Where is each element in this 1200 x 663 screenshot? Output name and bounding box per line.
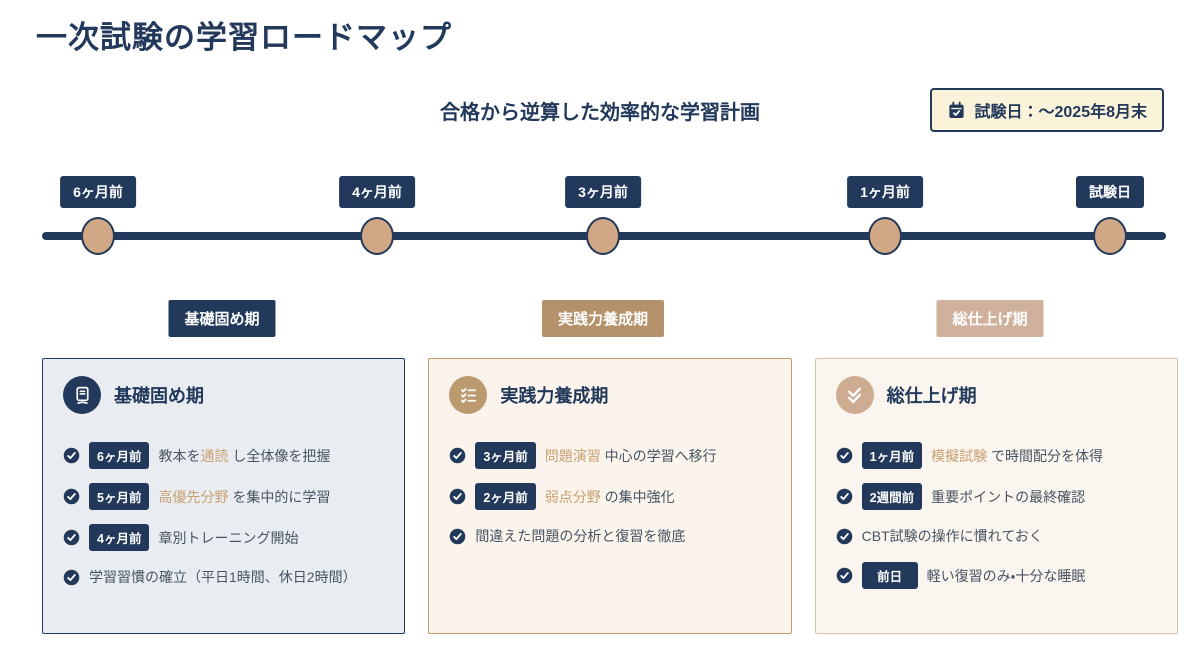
check-circle-icon	[836, 528, 853, 545]
card-items: 3ヶ月前 問題演習 中心の学習へ移行 2ヶ月前 弱点分野 の集中強化 間違えた問…	[449, 442, 770, 548]
check-circle-icon	[449, 528, 466, 545]
item-text: 模擬試験 で時間配分を体得	[931, 447, 1103, 464]
check-circle-icon	[449, 447, 466, 464]
phase-tag: 実践力養成期	[541, 300, 665, 337]
time-badge: 5ヶ月前	[89, 483, 150, 510]
item-text: 学習習慣の確立（平日1時間、休日2時間）	[89, 569, 357, 585]
card-header: 基礎固め期	[63, 376, 384, 414]
phase-tag-label: 基礎固め期	[184, 311, 260, 328]
item-text: 教本を通読 し全体像を把握	[158, 447, 331, 464]
time-badge: 前日	[861, 562, 918, 589]
check-circle-icon	[63, 447, 80, 464]
checklist-item: 2週間前 重要ポイントの最終確認	[836, 483, 1157, 510]
item-text: 高優先分野 を集中的に学習	[158, 488, 331, 505]
milestone-dot	[1093, 217, 1127, 255]
card-header: 総仕上げ期	[835, 376, 1157, 414]
card-items: 1ヶ月前 模擬試験 で時間配分を体得 2週間前 重要ポイントの最終確認 CBT試…	[836, 442, 1157, 589]
checklist-icon	[449, 376, 488, 414]
exam-date-badge: 試験日：〜2025年8月末	[929, 88, 1164, 132]
check-circle-icon	[836, 488, 853, 505]
item-text: 軽い復習のみ・十分な睡眠	[926, 567, 1086, 584]
phase-card: 実践力養成期 3ヶ月前 問題演習 中心の学習へ移行 2ヶ月前 弱点分野 の集中強…	[428, 358, 792, 634]
checklist-item: 前日 軽い復習のみ・十分な睡眠	[836, 562, 1157, 589]
milestone-dot	[586, 217, 620, 255]
check-circle-icon	[836, 447, 853, 464]
phase-tag: 総仕上げ期	[936, 300, 1044, 337]
check-circle-icon	[63, 488, 80, 505]
checklist-item: 4ヶ月前 章別トレーニング開始	[63, 524, 384, 551]
phase-tag: 基礎固め期	[168, 300, 276, 337]
item-text: 弱点分野 の集中強化	[544, 488, 675, 505]
card-title: 基礎固め期	[114, 386, 204, 406]
time-badge: 1ヶ月前	[861, 442, 923, 469]
page-subtitle: 合格から逆算した効率的な学習計画	[440, 102, 760, 124]
book-icon	[63, 376, 101, 414]
exam-date-label: 試験日：〜2025年8月末	[974, 104, 1148, 121]
double-check-icon	[835, 376, 874, 414]
checklist-item: 1ヶ月前 模擬試験 で時間配分を体得	[836, 442, 1157, 469]
card-title: 実践力養成期	[500, 386, 609, 406]
phase-tag-label: 実践力養成期	[557, 311, 649, 328]
page-title: 一次試験の学習ロードマップ	[36, 20, 452, 55]
card-title: 総仕上げ期	[886, 386, 977, 406]
check-circle-icon	[449, 488, 466, 505]
phase-cards-row: 基礎固め期 6ヶ月前 教本を通読 し全体像を把握 5ヶ月前 高優先分野 を集中的…	[42, 358, 1178, 634]
check-circle-icon	[63, 529, 80, 546]
checklist-item: CBT試験の操作に慣れておく	[836, 524, 1157, 548]
milestone-label: 試験日	[1076, 176, 1144, 208]
phase-card: 総仕上げ期 1ヶ月前 模擬試験 で時間配分を体得 2週間前 重要ポイントの最終確…	[814, 358, 1178, 634]
time-badge: 2週間前	[861, 483, 923, 510]
checklist-item: 間違えた問題の分析と復習を徹底	[449, 524, 770, 548]
card-items: 6ヶ月前 教本を通読 し全体像を把握 5ヶ月前 高優先分野 を集中的に学習 4ヶ…	[63, 442, 384, 589]
milestone-label: 4ヶ月前	[339, 176, 415, 208]
phase-tag-label: 総仕上げ期	[952, 311, 1028, 328]
item-text: 問題演習 中心の学習へ移行	[544, 447, 717, 464]
checklist-item: 5ヶ月前 高優先分野 を集中的に学習	[63, 483, 384, 510]
milestone-label: 1ヶ月前	[847, 176, 923, 208]
milestone-label: 6ヶ月前	[60, 176, 136, 208]
milestone-dot	[868, 217, 902, 255]
milestone-dot	[360, 217, 394, 255]
time-badge: 4ヶ月前	[89, 524, 150, 551]
milestone-label: 3ヶ月前	[565, 176, 641, 208]
milestone-dot	[81, 217, 115, 255]
card-header: 実践力養成期	[449, 376, 770, 414]
time-badge: 6ヶ月前	[89, 442, 150, 469]
item-text: CBT試験の操作に慣れておく	[861, 528, 1043, 544]
time-badge: 2ヶ月前	[475, 483, 536, 510]
item-text: 章別トレーニング開始	[158, 529, 299, 546]
check-circle-icon	[836, 567, 853, 584]
checklist-item: 学習習慣の確立（平日1時間、休日2時間）	[63, 565, 384, 589]
check-circle-icon	[63, 569, 80, 586]
calendar-check-icon	[947, 101, 966, 120]
item-text: 間違えた問題の分析と復習を徹底	[475, 528, 686, 544]
timeline-line	[42, 232, 1166, 240]
checklist-item: 2ヶ月前 弱点分野 の集中強化	[449, 483, 770, 510]
checklist-item: 6ヶ月前 教本を通読 し全体像を把握	[63, 442, 384, 469]
phase-card: 基礎固め期 6ヶ月前 教本を通読 し全体像を把握 5ヶ月前 高優先分野 を集中的…	[42, 358, 406, 634]
checklist-item: 3ヶ月前 問題演習 中心の学習へ移行	[449, 442, 770, 469]
item-text: 重要ポイントの最終確認	[931, 488, 1086, 505]
time-badge: 3ヶ月前	[475, 442, 536, 469]
